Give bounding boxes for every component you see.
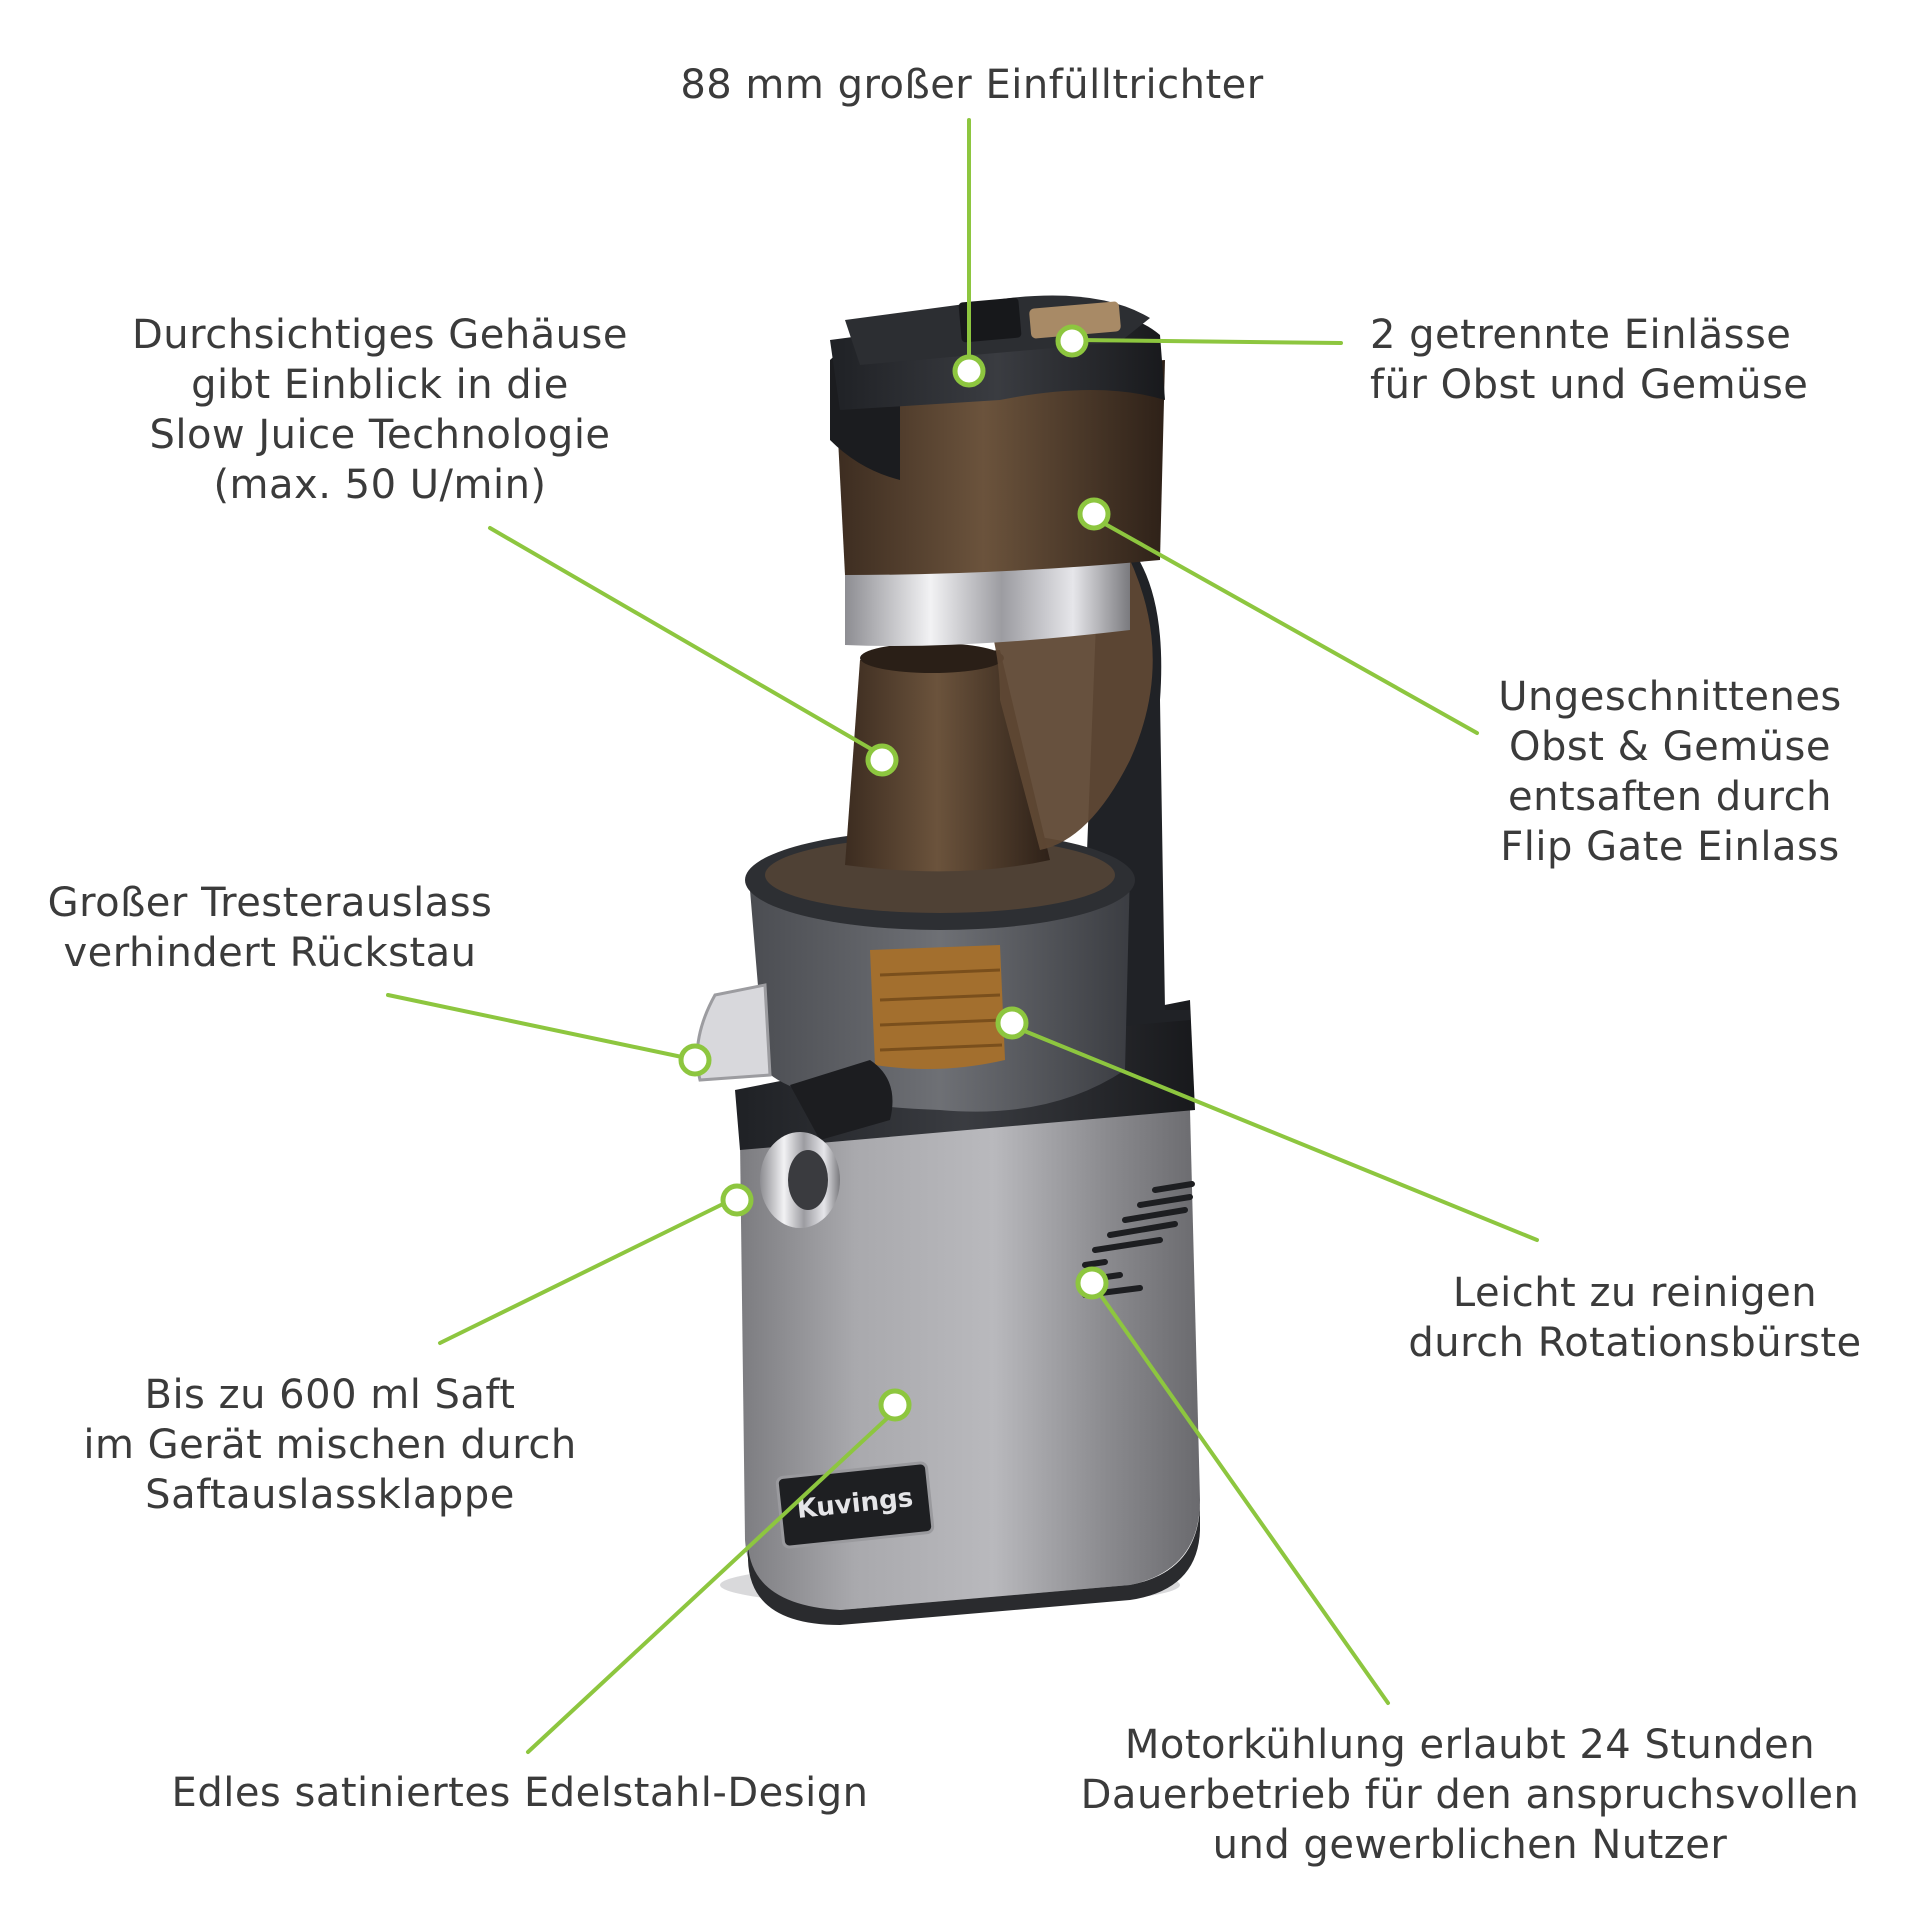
callout-inlets-line-2: für Obst und Gemüse xyxy=(1370,362,1809,408)
callout-pulp-line-2: verhindert Rückstau xyxy=(63,930,477,976)
callout-flipgate-line-2: Obst & Gemüse xyxy=(1509,724,1831,770)
callout-motor: Motorkühlung erlaubt 24 Stunden Dauerbet… xyxy=(1030,1720,1910,1870)
juicing-screw xyxy=(870,945,1005,1069)
callout-motor-line-3: und gewerblichen Nutzer xyxy=(1212,1822,1728,1868)
callout-inlets: 2 getrennte Einlässe für Obst und Gemüse xyxy=(1370,310,1808,410)
callout-flipgate-line-4: Flip Gate Einlass xyxy=(1500,824,1840,870)
callout-cap-line-1: Bis zu 600 ml Saft xyxy=(144,1372,516,1418)
callout-clean-line-2: durch Rotationsbürste xyxy=(1408,1320,1862,1366)
callout-hopper: 88 mm großer Einfülltrichter xyxy=(662,60,1282,110)
dot-clean xyxy=(995,1006,1029,1040)
callout-housing-line-4: (max. 50 U/min) xyxy=(213,462,547,508)
callout-flipgate-line-3: entsaften durch xyxy=(1508,774,1832,820)
callout-cap-line-3: Saftauslassklappe xyxy=(145,1472,515,1518)
second-inlet-window xyxy=(1029,301,1121,339)
dot-flipgate xyxy=(1077,497,1111,531)
dot-hopper xyxy=(952,354,986,388)
callout-pulp: Großer Tresterauslass verhindert Rücksta… xyxy=(25,878,515,978)
callout-housing: Durchsichtiges Gehäuse gibt Einblick in … xyxy=(120,310,640,510)
callout-dots xyxy=(678,324,1111,1422)
callout-motor-line-1: Motorkühlung erlaubt 24 Stunden xyxy=(1124,1722,1816,1768)
callout-flipgate-line-1: Ungeschnittenes xyxy=(1498,674,1842,720)
dot-pulp xyxy=(678,1043,712,1077)
base-bottom-trim xyxy=(748,1505,1200,1625)
callout-pulp-line-1: Großer Tresterauslass xyxy=(47,880,493,926)
callout-inlets-line-1: 2 getrennte Einlässe xyxy=(1370,312,1792,358)
dot-steel xyxy=(878,1388,912,1422)
callout-motor-line-2: Dauerbetrieb für den anspruchsvollen xyxy=(1080,1772,1860,1818)
callout-clean: Leicht zu reinigen durch Rotationsbürste xyxy=(1380,1268,1890,1368)
callout-flipgate: Ungeschnittenes Obst & Gemüse entsaften … xyxy=(1470,672,1870,872)
brand-badge: Kuvings xyxy=(775,1461,935,1549)
callout-steel-line-1: Edles satiniertes Edelstahl-Design xyxy=(171,1770,869,1816)
callout-housing-line-2: gibt Einblick in die xyxy=(191,362,569,408)
dot-inlets xyxy=(1055,324,1089,358)
callout-cap-line-2: im Gerät mischen durch xyxy=(83,1422,577,1468)
juice-spout xyxy=(790,1060,893,1140)
callout-clean-line-1: Leicht zu reinigen xyxy=(1452,1270,1818,1316)
dot-motor xyxy=(1075,1266,1109,1300)
chrome-ring xyxy=(845,555,1130,646)
callout-cap: Bis zu 600 ml Saft im Gerät mischen durc… xyxy=(60,1370,600,1520)
dot-cap xyxy=(720,1183,754,1217)
dot-housing xyxy=(865,743,899,777)
lower-hopper xyxy=(845,650,1050,872)
callout-hopper-line-1: 88 mm großer Einfülltrichter xyxy=(680,62,1264,108)
callout-lines xyxy=(386,118,1539,1754)
callout-housing-line-1: Durchsichtiges Gehäuse xyxy=(132,312,628,358)
callout-steel: Edles satiniertes Edelstahl-Design xyxy=(110,1768,930,1818)
callout-housing-line-3: Slow Juice Technologie xyxy=(149,412,611,458)
